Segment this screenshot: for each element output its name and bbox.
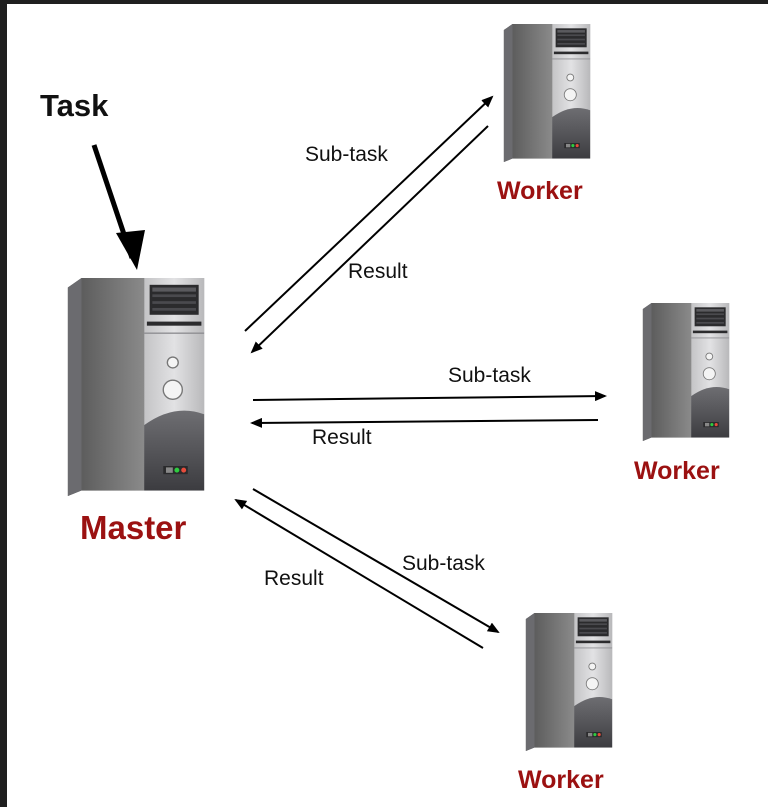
subtask-arrow-worker-1	[244, 95, 494, 332]
worker-2-server-icon	[642, 303, 730, 441]
subtask-label-worker-3: Sub-task	[402, 552, 485, 575]
diagram-graphics	[67, 24, 730, 751]
subtask-label-worker-2: Sub-task	[448, 364, 531, 387]
result-arrow-worker-1	[250, 125, 489, 354]
result-label-worker-1: Result	[348, 260, 408, 283]
master-server-icon	[67, 278, 205, 496]
subtask-arrow-worker-3	[252, 488, 500, 634]
subtask-arrow-worker-2	[252, 391, 607, 402]
subtask-label-worker-1: Sub-task	[305, 143, 388, 166]
result-arrow-worker-2	[250, 417, 599, 428]
worker-3-label: Worker	[518, 766, 604, 794]
result-label-worker-3: Result	[264, 567, 324, 590]
worker-1-server-icon	[503, 24, 591, 162]
worker-1-label: Worker	[497, 177, 583, 205]
master-label: Master	[80, 509, 187, 546]
diagram-canvas: Task Sub-task Result Worker Sub-task Res…	[7, 4, 768, 807]
task-arrowhead	[116, 230, 145, 270]
task-label: Task	[40, 88, 109, 123]
worker-3-server-icon	[525, 613, 613, 751]
result-label-worker-2: Result	[312, 426, 372, 449]
result-arrow-worker-3	[234, 498, 484, 649]
worker-2-label: Worker	[634, 457, 720, 485]
